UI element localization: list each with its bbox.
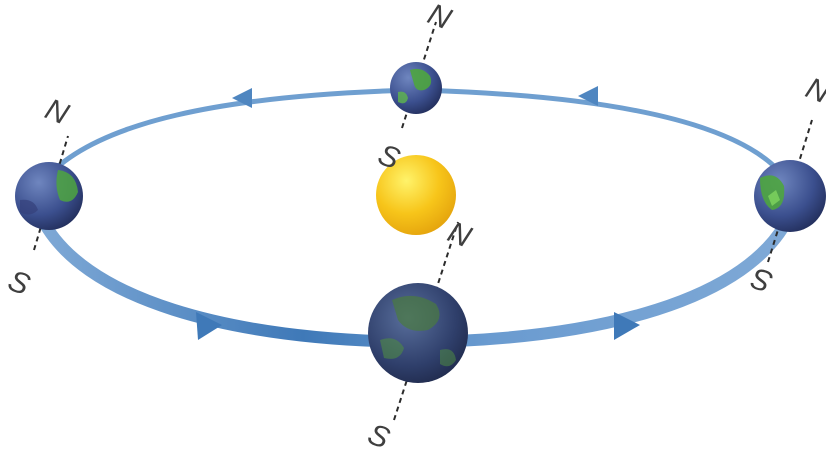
- south-pole-label: S: [363, 418, 394, 451]
- north-pole-label: N: [41, 93, 74, 132]
- north-pole-label: N: [443, 216, 476, 255]
- earth-bottom: N S: [363, 216, 476, 451]
- south-pole-label: S: [3, 264, 34, 302]
- earth-right: N S: [747, 72, 826, 299]
- north-pole-label: N: [423, 0, 456, 36]
- earth-top: N S: [373, 0, 455, 176]
- north-pole-label: N: [801, 72, 826, 111]
- earth-left: N S: [3, 93, 83, 302]
